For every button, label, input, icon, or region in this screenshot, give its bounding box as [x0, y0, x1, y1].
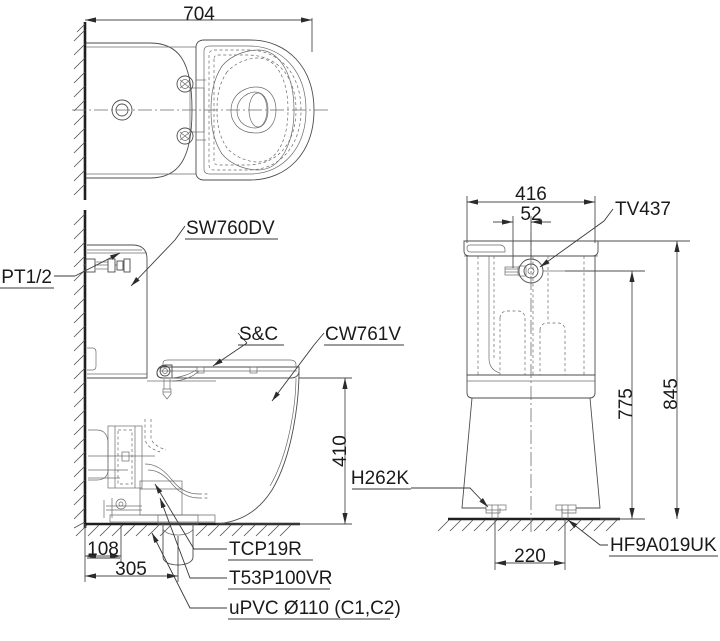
- label-tank-sw760dv: SW760DV: [186, 218, 275, 239]
- dimension-wall-to-bolt: [84, 524, 122, 562]
- label-supply-pt12: PT1/2: [1, 267, 52, 288]
- label-tcp19r: TCP19R: [229, 539, 302, 560]
- rear-floor: [437, 517, 620, 532]
- side-view: [54, 210, 352, 609]
- rear-inlet-valve: [504, 258, 565, 284]
- side-supply-fitting: [83, 258, 131, 273]
- dimension-label-52: 52: [520, 204, 541, 225]
- dimension-seat-height: [216, 377, 352, 525]
- plan-bowl: [195, 39, 315, 181]
- label-h262k: H262K: [351, 468, 409, 489]
- side-leaders: [54, 225, 325, 609]
- label-hf9a019uk: HF9A019UK: [610, 535, 717, 556]
- plan-view: [72, 17, 330, 200]
- dimension-label-108: 108: [87, 539, 119, 560]
- plan-wall: [73, 22, 87, 200]
- label-t53p100vr: T53P100VR: [229, 568, 333, 589]
- dimension-label-410: 410: [330, 435, 351, 467]
- side-floor: [75, 522, 300, 537]
- label-seat-cover-sc: S&C: [239, 324, 278, 345]
- dimension-label-305: 305: [115, 559, 147, 580]
- label-tv437: TV437: [615, 199, 671, 220]
- side-bowl: [147, 370, 300, 525]
- dimension-tank-width: [466, 196, 596, 243]
- plan-seat-hinges: [176, 75, 206, 145]
- label-bowl-cw761v: CW761V: [325, 324, 401, 345]
- side-internal-plumbing: [88, 419, 216, 566]
- dimension-overall-height: [598, 240, 690, 519]
- rear-tank-body: [466, 255, 596, 399]
- rear-pedestal: [461, 397, 601, 519]
- dimension-tank-height: [565, 270, 645, 520]
- dimension-label-704: 704: [183, 4, 215, 25]
- dimension-plan-width: [85, 17, 313, 52]
- dimension-wall-to-outlet: [84, 536, 179, 582]
- plan-tank: [86, 42, 196, 179]
- dimension-label-775: 775: [616, 388, 637, 420]
- rear-leaders: [411, 208, 614, 546]
- dimension-label-416: 416: [515, 184, 547, 205]
- label-upvc-pipe: uPVC Ø110 (C1,C2): [229, 598, 401, 619]
- dimension-bolt-spacing: [494, 519, 566, 570]
- dimension-label-220: 220: [514, 546, 546, 567]
- rear-view: [411, 196, 690, 570]
- side-wall: [73, 210, 87, 529]
- dimension-label-845: 845: [661, 378, 682, 410]
- side-seat-cover: [156, 359, 300, 400]
- dimension-inlet-offset: [493, 216, 551, 268]
